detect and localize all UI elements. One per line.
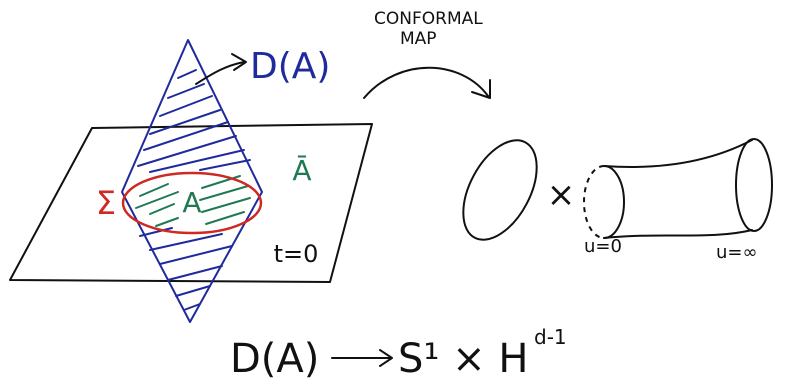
u-infinity-label: u=∞ <box>716 242 757 263</box>
arrow-right-icon <box>195 53 247 85</box>
conformal-label-line2: MAP <box>400 29 437 49</box>
complement-label: Ā <box>292 154 311 187</box>
formula-arrow-icon <box>331 349 393 367</box>
formula-rhs: S¹ × H <box>398 336 528 382</box>
domain-label: D(A) <box>250 46 330 87</box>
curved-arrow-icon <box>363 66 491 99</box>
conformal-label-line1: CONFORMAL <box>374 9 483 29</box>
diamond-hatching-bottom <box>139 227 233 311</box>
region-a-boundary <box>121 171 263 235</box>
region-a-hatching <box>135 175 251 227</box>
region-a <box>121 171 263 235</box>
region-a-label: A <box>182 186 201 219</box>
time-slice-plane <box>9 123 373 283</box>
hyperbolic-tube <box>583 138 773 239</box>
time-slice-label: t=0 <box>274 240 319 268</box>
cross-symbol: × <box>547 175 576 215</box>
u-zero-label: u=0 <box>584 236 622 257</box>
causal-diamond <box>121 39 263 323</box>
surface-sigma-label: Σ <box>96 184 116 222</box>
formula-exponent: d-1 <box>534 325 567 349</box>
formula-lhs: D(A) <box>230 336 319 382</box>
diamond-hatching-top <box>137 69 251 173</box>
circle-s1 <box>462 139 538 241</box>
